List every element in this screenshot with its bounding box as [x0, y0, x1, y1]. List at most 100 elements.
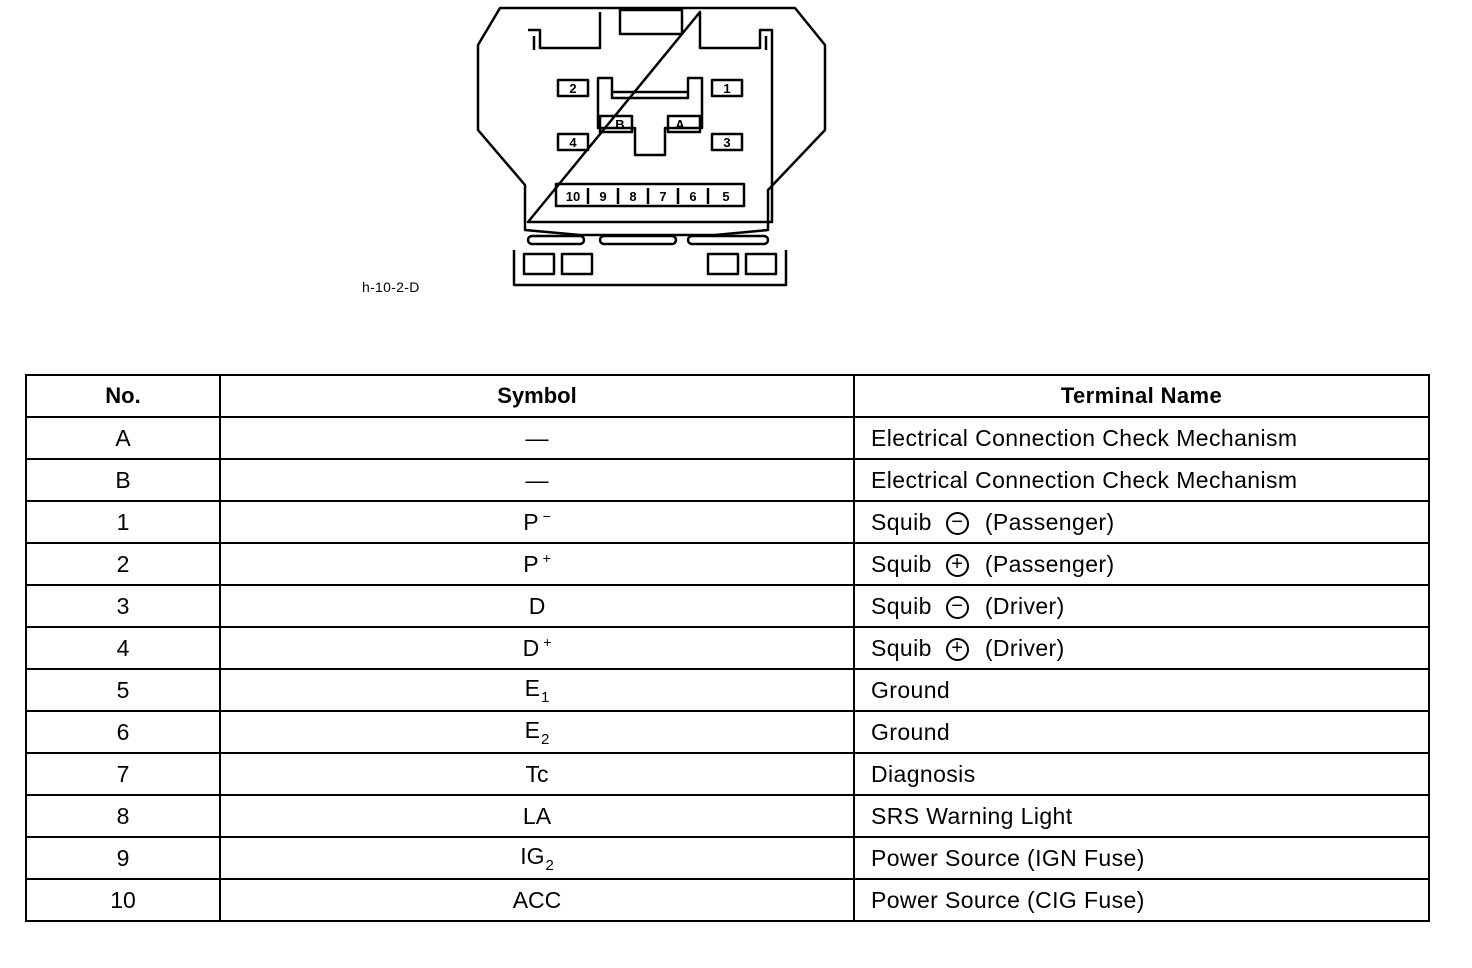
- plus-circle-icon: +: [945, 553, 969, 577]
- cell-symbol: ACC: [219, 878, 855, 922]
- symbol-text: E: [524, 674, 540, 701]
- cell-no: 7: [25, 752, 221, 796]
- minus-circle-icon: −: [945, 595, 969, 619]
- pin-a-label: A: [675, 117, 685, 132]
- symbol-superscript: +: [542, 550, 551, 566]
- symbol-subscript: 2: [541, 730, 550, 748]
- table-row: A — Electrical Connection Check Mechanism: [25, 416, 1430, 460]
- cell-no: 3: [25, 584, 221, 628]
- pin-5-label: 5: [722, 189, 729, 204]
- cell-no: 8: [25, 794, 221, 838]
- pin-4-label: 4: [569, 135, 577, 150]
- cell-no: 4: [25, 626, 221, 670]
- cell-symbol: E2: [219, 710, 855, 754]
- terminal-name-text: Power Source (CIG Fuse): [871, 886, 1145, 913]
- pin-8-label: 8: [629, 189, 636, 204]
- cell-no: 5: [25, 668, 221, 712]
- cell-no: 1: [25, 500, 221, 544]
- symbol-text: —: [525, 466, 549, 493]
- cell-symbol: LA: [219, 794, 855, 838]
- terminal-name-text: Diagnosis: [871, 760, 976, 787]
- cell-symbol: Tc: [219, 752, 855, 796]
- terminal-name-text: Power Source (IGN Fuse): [871, 844, 1145, 871]
- symbol-superscript: −: [542, 508, 551, 524]
- symbol-text: ACC: [512, 886, 562, 913]
- cell-symbol: D+: [219, 626, 855, 670]
- symbol-text: E: [524, 716, 540, 743]
- symbol-text: IG: [520, 842, 545, 869]
- cell-terminal-name: Squib−(Driver): [853, 584, 1430, 628]
- header-terminal-name: Terminal Name: [853, 374, 1430, 418]
- cell-terminal-name: Squib−(Passenger): [853, 500, 1430, 544]
- cell-no: 6: [25, 710, 221, 754]
- cell-symbol: —: [219, 416, 855, 460]
- terminal-name-text: Squib: [871, 508, 932, 535]
- cell-symbol: —: [219, 458, 855, 502]
- terminal-name-text: Ground: [871, 718, 951, 745]
- table-row: 3 D Squib−(Driver): [25, 584, 1430, 628]
- table-row: B — Electrical Connection Check Mechanism: [25, 458, 1430, 502]
- cell-terminal-name: Squib + (Driver): [853, 626, 1430, 670]
- pin-10-label: 10: [566, 189, 580, 204]
- figure-label: h-10-2-D: [362, 279, 420, 295]
- terminal-name-text: Squib: [871, 634, 932, 661]
- cell-terminal-name: SRS Warning Light: [853, 794, 1430, 838]
- pin-3-label: 3: [723, 135, 730, 150]
- terminal-name-suffix: (Driver): [984, 634, 1065, 661]
- minus-circle-icon: −: [945, 511, 969, 535]
- terminal-name-text: Electrical Connection Check Mechanism: [871, 466, 1298, 493]
- cell-no: B: [25, 458, 221, 502]
- cell-terminal-name: Electrical Connection Check Mechanism: [853, 416, 1430, 460]
- symbol-subscript: 2: [545, 856, 554, 874]
- pin-1-label: 1: [723, 81, 730, 96]
- cell-terminal-name: Electrical Connection Check Mechanism: [853, 458, 1430, 502]
- terminal-name-text: SRS Warning Light: [871, 802, 1073, 829]
- cell-no: 2: [25, 542, 221, 586]
- connector-key: [596, 76, 704, 157]
- cell-symbol: P+: [219, 542, 855, 586]
- cell-no: 9: [25, 836, 221, 880]
- symbol-text: P: [523, 509, 539, 535]
- cell-no: A: [25, 416, 221, 460]
- terminal-name-text: Squib: [871, 592, 932, 619]
- symbol-subscript: 1: [541, 688, 550, 706]
- table-row: 8 LA SRS Warning Light: [25, 794, 1430, 838]
- connector-diagram: 2 1 4 3 B A 10 9 8 7 6 5: [476, 6, 827, 287]
- connector-latch: [618, 8, 684, 36]
- symbol-superscript: +: [543, 634, 552, 650]
- table-row: 10 ACC Power Source (CIG Fuse): [25, 878, 1430, 922]
- symbol-text: D: [522, 635, 540, 661]
- terminal-name-suffix: (Driver): [984, 592, 1065, 619]
- symbol-text: P: [523, 551, 539, 577]
- terminal-name-suffix: (Passenger): [984, 508, 1115, 535]
- terminal-table: No. Symbol Terminal Name A — Electrical Co…: [25, 374, 1430, 922]
- symbol-text: LA: [522, 802, 552, 829]
- cell-terminal-name: Power Source (CIG Fuse): [853, 878, 1430, 922]
- symbol-text: —: [525, 424, 549, 451]
- cell-terminal-name: Ground: [853, 668, 1430, 712]
- symbol-text: D: [528, 592, 546, 619]
- cell-symbol: D: [219, 584, 855, 628]
- table-header-row: No. Symbol Terminal Name: [25, 374, 1430, 418]
- cell-terminal-name: Squib+(Passenger): [853, 542, 1430, 586]
- terminal-name-text: Squib: [871, 550, 932, 577]
- pin-2-label: 2: [569, 81, 576, 96]
- cell-no: 10: [25, 878, 221, 922]
- table-row: 5 E1 Ground: [25, 668, 1430, 712]
- terminal-name-text: Electrical Connection Check Mechanism: [871, 424, 1298, 451]
- cell-symbol: P−: [219, 500, 855, 544]
- header-symbol: Symbol: [219, 374, 855, 418]
- pin-9-label: 9: [599, 189, 606, 204]
- cell-terminal-name: Power Source (IGN Fuse): [853, 836, 1430, 880]
- cell-terminal-name: Diagnosis: [853, 752, 1430, 796]
- pin-7-label: 7: [659, 189, 666, 204]
- cell-symbol: IG2: [219, 836, 855, 880]
- plus-circle-icon: +: [945, 637, 969, 661]
- pin-6-label: 6: [689, 189, 696, 204]
